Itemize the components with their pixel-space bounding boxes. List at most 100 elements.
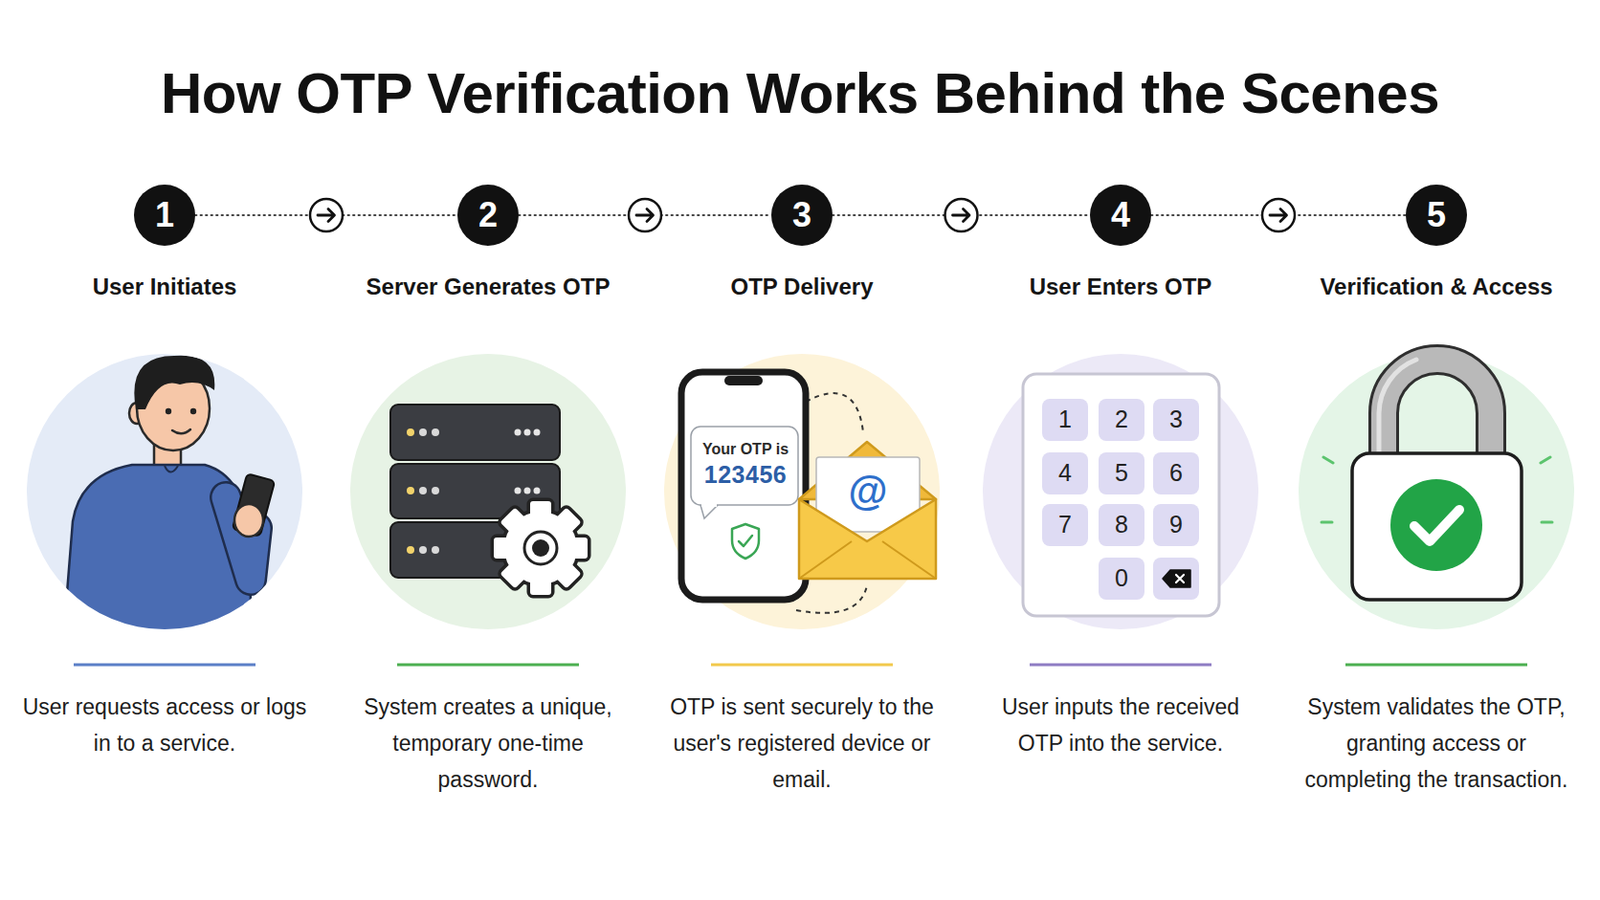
otp-code: 123456 [704, 462, 787, 489]
delivery-path [805, 393, 864, 433]
person-arm [225, 497, 257, 580]
background-disc [982, 354, 1259, 630]
step-number-circle: 5Verification & Access [1405, 184, 1467, 246]
letter-sheet [816, 457, 920, 533]
envelope-fold [799, 541, 936, 579]
keypad-digit: 3 [1169, 406, 1183, 434]
step-number: 4 [1089, 184, 1152, 246]
background-disc [26, 354, 303, 630]
message-bubble [690, 426, 799, 506]
step-number-circle: 4User Enters OTP [1089, 184, 1152, 246]
flow-connector [518, 214, 772, 217]
keypad-digit: 0 [1114, 565, 1129, 593]
keypad-digit: 9 [1169, 511, 1183, 539]
phone-notch [724, 376, 763, 386]
accent-underline [1029, 664, 1212, 667]
key [1042, 452, 1089, 495]
status-light [406, 428, 415, 437]
keypad-digit: 5 [1114, 460, 1129, 488]
person-hair [133, 355, 215, 410]
accent-underline [397, 664, 579, 667]
key [1098, 557, 1145, 600]
delivery-illustration [681, 372, 936, 614]
phone-in-hand [232, 473, 276, 537]
server-unit [390, 522, 560, 578]
background-disc [664, 354, 940, 630]
step-description: User inputs the received OTP into the se… [977, 688, 1265, 762]
status-light [419, 487, 427, 495]
keypad-digit: 2 [1114, 406, 1129, 434]
key [1098, 452, 1145, 495]
step-number: 2 [457, 184, 519, 246]
delivery-path [796, 585, 867, 614]
bubble-joint [701, 503, 717, 508]
accent-underline [711, 664, 893, 667]
flow-connector [195, 214, 458, 217]
status-light [431, 487, 440, 495]
gear-icon [493, 501, 588, 596]
background-disc [350, 354, 626, 630]
step-number-circle: 2Server Generates OTP [457, 184, 519, 246]
check-mark [1414, 510, 1460, 542]
step-title: OTP Delivery [731, 273, 874, 301]
otp-message-caption: Your OTP is [702, 441, 789, 459]
step-title: User Initiates [92, 273, 238, 301]
status-light [431, 546, 440, 555]
step-title: Server Generates OTP [366, 273, 611, 301]
vent-dot [524, 488, 532, 495]
step-number-circle: 3OTP Delivery [771, 184, 833, 246]
key [1153, 557, 1200, 600]
success-badge [1390, 479, 1483, 572]
step-description: OTP is sent securely to the user's regis… [658, 688, 946, 799]
step-description: System creates a unique, temporary one-t… [344, 688, 632, 799]
step-number: 3 [771, 184, 833, 246]
vent-dot [514, 488, 522, 495]
status-light [419, 546, 427, 555]
flow-connector [832, 214, 1090, 217]
background-disc [1298, 354, 1575, 630]
person-head [136, 366, 210, 451]
status-light [431, 428, 440, 437]
person-smile [172, 429, 191, 434]
accent-underline [1345, 664, 1528, 667]
keypad-panel [1022, 374, 1220, 617]
person-hand [234, 504, 264, 537]
keypad-digit: 8 [1114, 511, 1129, 539]
gear-outline [493, 501, 588, 596]
shackle-outline [1383, 359, 1491, 466]
step-title: User Enters OTP [1029, 273, 1213, 301]
person-eye [165, 408, 172, 415]
keypad-digit: 4 [1058, 460, 1072, 488]
person-eye [190, 408, 197, 415]
keypad-digit: 1 [1058, 406, 1072, 434]
shield-check [738, 535, 753, 547]
person-illustration [63, 355, 275, 642]
diagram-title: How OTP Verification Works Behind the Sc… [0, 65, 1600, 123]
keypad-digit: 7 [1058, 511, 1072, 539]
step-number: 1 [133, 184, 196, 246]
key [1042, 504, 1089, 547]
arm-outline [225, 497, 257, 580]
step-description: User requests access or logs in to a ser… [21, 688, 309, 762]
person-neck [154, 438, 181, 471]
status-light [406, 487, 415, 495]
person-ear [129, 402, 145, 424]
key [1042, 399, 1089, 442]
lock-body [1352, 453, 1522, 600]
collar-line [164, 466, 178, 473]
step-number: 5 [1405, 184, 1467, 246]
gear-hub [524, 532, 557, 565]
key [1153, 399, 1200, 442]
server-unit [390, 404, 560, 461]
key [1153, 452, 1200, 495]
gear-hub-center [532, 539, 550, 557]
keypad-digit: 6 [1169, 460, 1183, 488]
bubble-tail [700, 505, 718, 519]
step-description: System validates the OTP, granting acces… [1292, 688, 1580, 799]
step-title: Verification & Access [1319, 273, 1553, 301]
vent-dot [524, 429, 532, 437]
